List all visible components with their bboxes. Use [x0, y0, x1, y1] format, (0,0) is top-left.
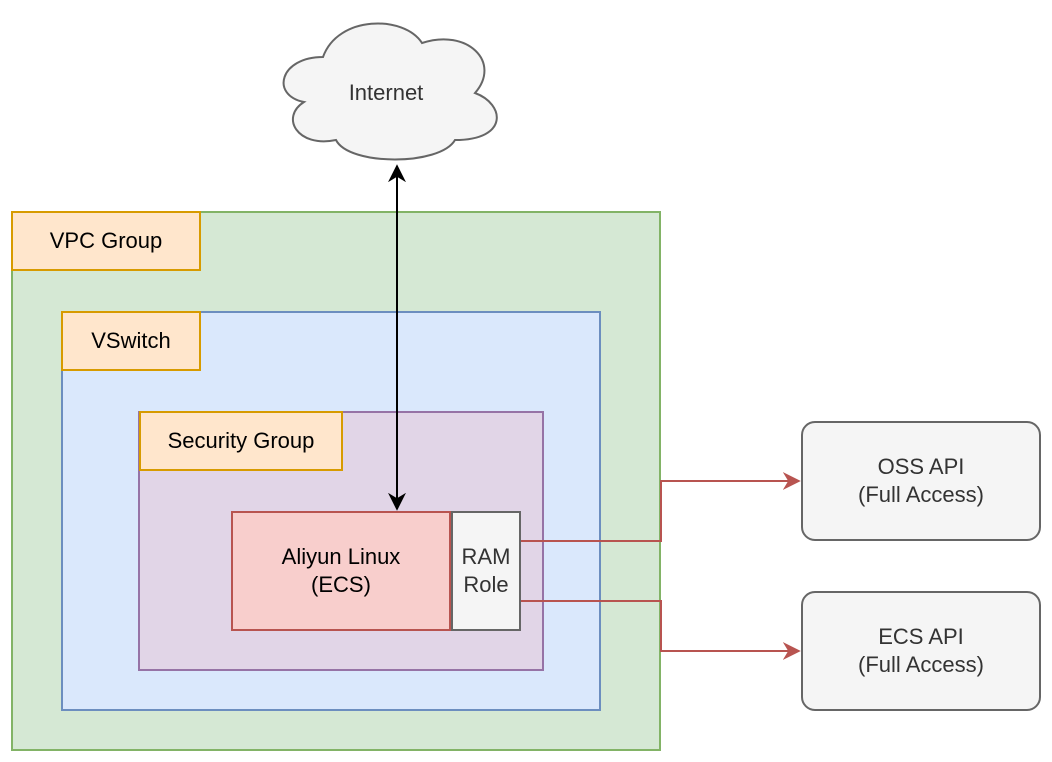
ecs-api-line1: ECS API	[878, 624, 964, 649]
vpc-group-label: VPC Group	[11, 211, 201, 271]
ram-role-line2: Role	[463, 572, 509, 597]
internet-label: Internet	[349, 80, 424, 105]
oss-api-line1: OSS API	[877, 454, 965, 479]
vswitch-label-text: VSwitch	[91, 328, 171, 353]
ecs-api-line2: (Full Access)	[858, 652, 984, 677]
ram-oss-connector	[521, 472, 801, 542]
oss-api-node: OSS API (Full Access)	[801, 421, 1041, 541]
security-group-label-text: Security Group	[167, 428, 315, 453]
ecs-instance-node: Aliyun Linux (ECS)	[231, 511, 451, 631]
security-group-label: Security Group	[139, 411, 343, 471]
vswitch-label: VSwitch	[61, 311, 201, 371]
internet-cloud-icon: Internet	[282, 22, 498, 161]
oss-api-line2: (Full Access)	[858, 482, 984, 507]
ecs-instance-line2: (ECS)	[311, 572, 371, 597]
ecs-api-node: ECS API (Full Access)	[801, 591, 1041, 711]
ram-ecs-api-connector	[521, 600, 801, 660]
ram-role-line1: RAM	[461, 544, 511, 569]
ecs-instance-line1: Aliyun Linux	[281, 544, 401, 569]
ram-role-node: RAM Role	[451, 511, 521, 631]
vpc-group-label-text: VPC Group	[49, 228, 163, 253]
